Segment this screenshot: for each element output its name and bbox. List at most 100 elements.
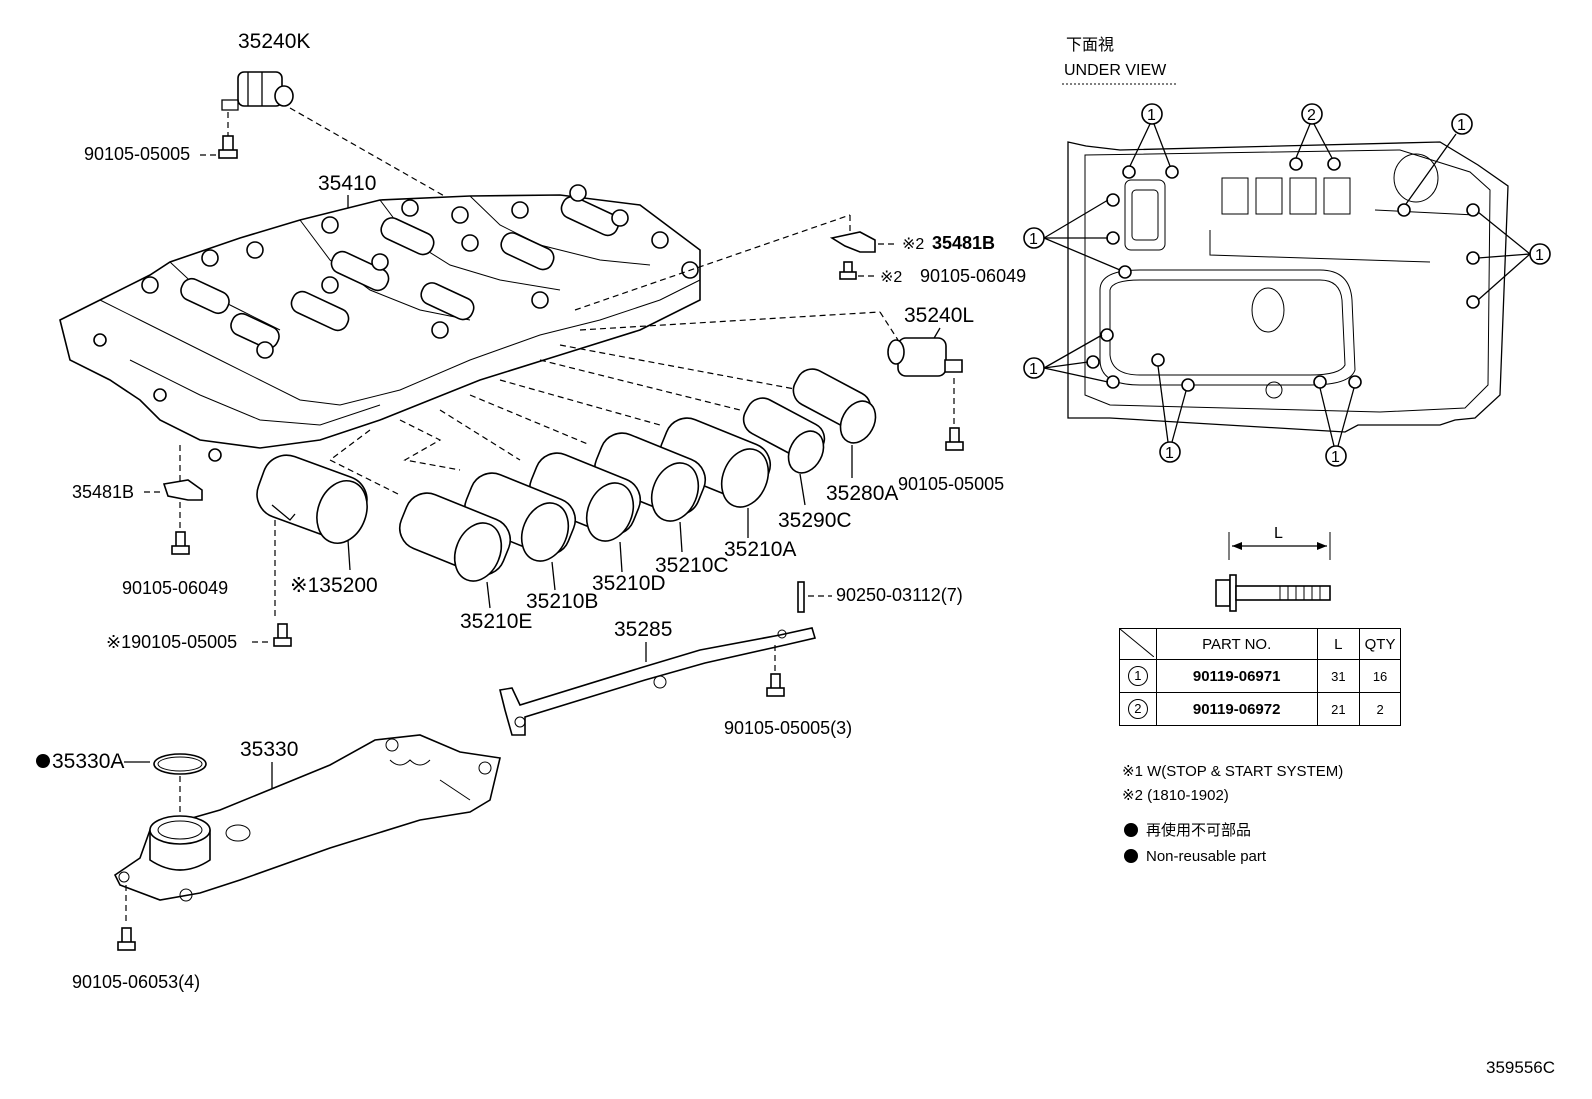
label-35285: 35285 — [614, 618, 672, 641]
non-reusable-marker — [36, 754, 50, 768]
label-35481B-top: 35481B — [932, 233, 995, 253]
label-35410: 35410 — [318, 172, 376, 195]
label-35210D: 35210D — [592, 572, 666, 595]
callout-1-bottom-left: 1 — [1157, 365, 1187, 463]
table-ref-cell: 1 — [1119, 659, 1157, 693]
bracket-35481B-top[interactable] — [829, 231, 876, 253]
table-qty: 2 — [1359, 692, 1401, 726]
callout-ref-1: 1 — [1127, 666, 1148, 686]
label-35290C: 35290C — [778, 509, 852, 532]
under-view-title-en: UNDER VIEW — [1064, 62, 1167, 79]
legend-text-en: Non-reusable part — [1146, 848, 1267, 865]
label-35280A: 35280A — [826, 482, 898, 505]
note-mark-2b: ※2 — [880, 269, 902, 286]
bolt-dimension-figure: L — [1215, 525, 1331, 612]
valve-body-35410[interactable] — [59, 184, 701, 462]
note-1: ※1 W(STOP & START SYSTEM) — [1122, 763, 1344, 780]
label-90250-03112: 90250-03112(7) — [836, 585, 963, 605]
label-35240L: 35240L — [904, 304, 974, 327]
table-header-qty: QTY — [1359, 628, 1401, 660]
solenoid-35280A[interactable] — [788, 363, 883, 448]
table-row: 1 90119-06971 31 16 — [1119, 659, 1401, 693]
pin-90250-03112[interactable] — [797, 581, 805, 613]
under-view-plate — [1067, 141, 1509, 433]
label-35330: 35330 — [240, 738, 298, 761]
label-35210E: 35210E — [460, 610, 532, 633]
legend-row-jp: 再使用不可部品 — [1124, 818, 1266, 844]
callout-1-top: 1 — [1129, 103, 1171, 167]
bracket-35481B-left[interactable] — [162, 479, 203, 501]
table-qty: 16 — [1359, 659, 1401, 693]
label-35240K: 35240K — [238, 30, 310, 53]
non-reusable-dot-icon — [1124, 823, 1138, 837]
label-90105-06049-top: 90105-06049 — [920, 266, 1026, 286]
label-90105-05005-b: 90105-05005 — [898, 474, 1004, 494]
bolt-90105-05005-lower[interactable] — [273, 623, 292, 647]
table-part-no[interactable]: 90119-06972 — [1155, 692, 1318, 726]
solenoid-35210A[interactable] — [653, 412, 777, 515]
non-reusable-dot-icon — [1124, 849, 1138, 863]
table-part-no[interactable]: 90119-06971 — [1155, 659, 1318, 693]
callout-ref-2: 2 — [1127, 699, 1148, 719]
callout-1-right: 1 — [1477, 211, 1551, 301]
bolt-90105-06049-top[interactable] — [839, 261, 857, 280]
solenoid-35240L[interactable] — [887, 337, 963, 377]
svg-text:1: 1 — [1029, 231, 1038, 248]
label-35330A: 35330A — [52, 750, 124, 773]
label-90105-06049-left: 90105-06049 — [122, 578, 228, 598]
svg-text:2: 2 — [1307, 107, 1316, 124]
table-header-l: L — [1316, 628, 1361, 660]
label-35210B: 35210B — [526, 590, 598, 613]
label-90105-05005-3: 90105-05005(3) — [724, 718, 852, 738]
label-90105-05005-c: ※190105-05005 — [106, 632, 237, 652]
solenoid-35200[interactable] — [250, 448, 375, 550]
svg-text:1: 1 — [1147, 107, 1156, 124]
notes: ※1 W(STOP & START SYSTEM) ※2 (1810-1902) — [1122, 760, 1343, 808]
oring-35330A[interactable] — [153, 753, 207, 775]
bolt-90105-05005-right[interactable] — [945, 427, 964, 451]
label-35210A: 35210A — [724, 538, 796, 561]
note-mark-2a: ※2 — [902, 236, 924, 253]
callout-2-top: 2 — [1295, 103, 1333, 159]
label-90105-06053: 90105-06053(4) — [72, 972, 200, 992]
note-2: ※2 (1810-1902) — [1122, 787, 1229, 804]
solenoid-35240K[interactable] — [221, 71, 294, 111]
table-header-part: PART NO. — [1155, 628, 1318, 660]
legend: 再使用不可部品 Non-reusable part — [1124, 818, 1266, 870]
label-35200: ※135200 — [290, 574, 378, 597]
table-ref-cell: 2 — [1119, 692, 1157, 726]
solenoid-35210C[interactable] — [588, 427, 712, 529]
diagram-code: 359556C — [1486, 1058, 1556, 1077]
legend-text-jp: 再使用不可部品 — [1146, 822, 1252, 839]
svg-text:1: 1 — [1165, 445, 1174, 462]
parts-table: PART NO. L QTY 1 90119-06971 31 16 2 901… — [1119, 628, 1401, 726]
under-view-title-jp: 下面視 — [1066, 36, 1114, 54]
solenoid-35210D[interactable] — [523, 447, 647, 549]
svg-text:1: 1 — [1535, 247, 1544, 264]
table-header-row: PART NO. L QTY — [1119, 628, 1401, 660]
callout-1-left-upper: 1 — [1023, 199, 1121, 271]
bolt-90105-05005-3[interactable] — [766, 673, 785, 697]
bolt-90105-06049-left[interactable] — [171, 531, 190, 555]
svg-text:1: 1 — [1457, 117, 1466, 134]
strainer-35330[interactable] — [113, 734, 501, 902]
bolt-90105-05005-top[interactable] — [218, 135, 238, 159]
dimension-label-L: L — [1274, 525, 1283, 542]
table-corner-cell — [1119, 628, 1157, 660]
solenoid-35290C[interactable] — [738, 393, 830, 479]
legend-row-en: Non-reusable part — [1124, 844, 1266, 870]
svg-text:1: 1 — [1331, 449, 1340, 466]
svg-text:1: 1 — [1029, 361, 1038, 378]
label-90105-05005-a: 90105-05005 — [84, 144, 190, 164]
table-row: 2 90119-06972 21 2 — [1119, 692, 1401, 726]
callout-1-left-lower: 1 — [1023, 334, 1109, 383]
bolt-90105-06053[interactable] — [117, 927, 136, 951]
solenoid-35210E[interactable] — [393, 487, 517, 589]
label-35210C: 35210C — [655, 554, 729, 577]
wiring-35285[interactable] — [499, 627, 817, 736]
table-length: 21 — [1316, 692, 1361, 726]
solenoid-35210B[interactable] — [458, 467, 582, 569]
callout-1-topright: 1 — [1405, 113, 1473, 205]
label-35481B-left: 35481B — [72, 482, 134, 502]
